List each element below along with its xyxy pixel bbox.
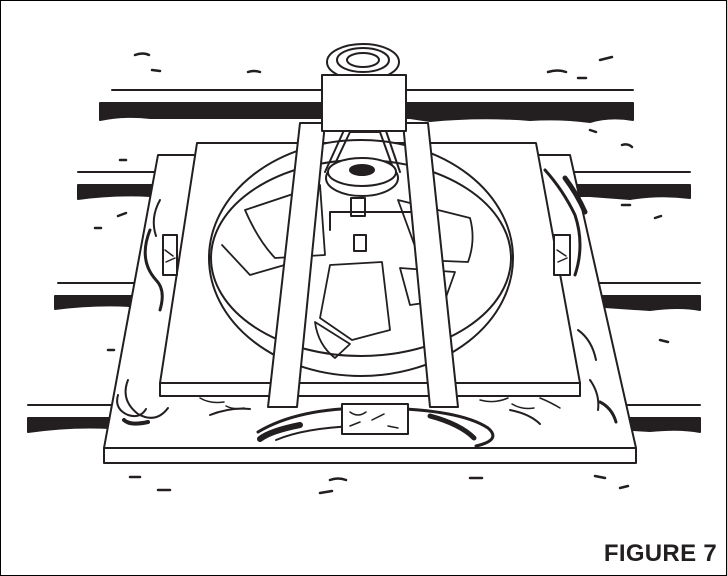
right-cleat bbox=[553, 234, 571, 276]
front-block bbox=[341, 403, 409, 435]
fan-blades bbox=[221, 184, 474, 359]
figure-caption: FIGURE 7 bbox=[603, 540, 717, 567]
fan-pulley bbox=[325, 157, 399, 197]
panel-grain-lower bbox=[199, 397, 561, 410]
wood-grain-marks bbox=[93, 52, 670, 495]
left-cleat bbox=[162, 234, 178, 276]
motor-housing bbox=[321, 43, 407, 132]
support-rails bbox=[267, 122, 459, 408]
